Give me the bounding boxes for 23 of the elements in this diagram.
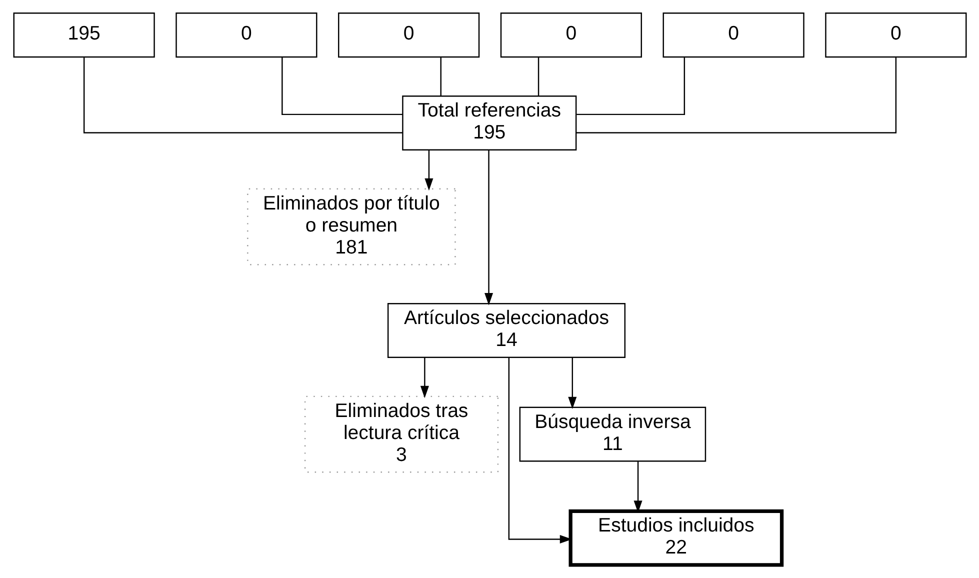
arrow: [424, 150, 433, 191]
arrow: [568, 358, 576, 410]
node-box: 0: [662, 12, 804, 58]
connector: [576, 57, 896, 134]
connector: [281, 57, 402, 116]
node-box: Total referencias 195: [402, 96, 576, 150]
node-box: Estudios incluidos 22: [568, 509, 784, 567]
node-box: Eliminados tras lectura crítica 3: [304, 396, 498, 473]
arrow: [484, 150, 493, 306]
node-box: 195: [12, 12, 154, 58]
node-box: 0: [824, 12, 966, 58]
connector: [537, 57, 539, 96]
node-box: Búsqueda inversa 11: [518, 406, 706, 462]
node-box: 0: [500, 12, 642, 58]
connector: [82, 57, 402, 134]
node-box: 0: [175, 12, 317, 58]
connector: [576, 57, 685, 116]
node-box: Eliminados por título o resumen 181: [246, 188, 456, 266]
node-box: Artículos seleccionados 14: [386, 303, 625, 358]
node-box: 0: [338, 12, 480, 58]
arrow: [508, 357, 572, 544]
arrow: [420, 358, 428, 398]
connector: [440, 57, 441, 96]
